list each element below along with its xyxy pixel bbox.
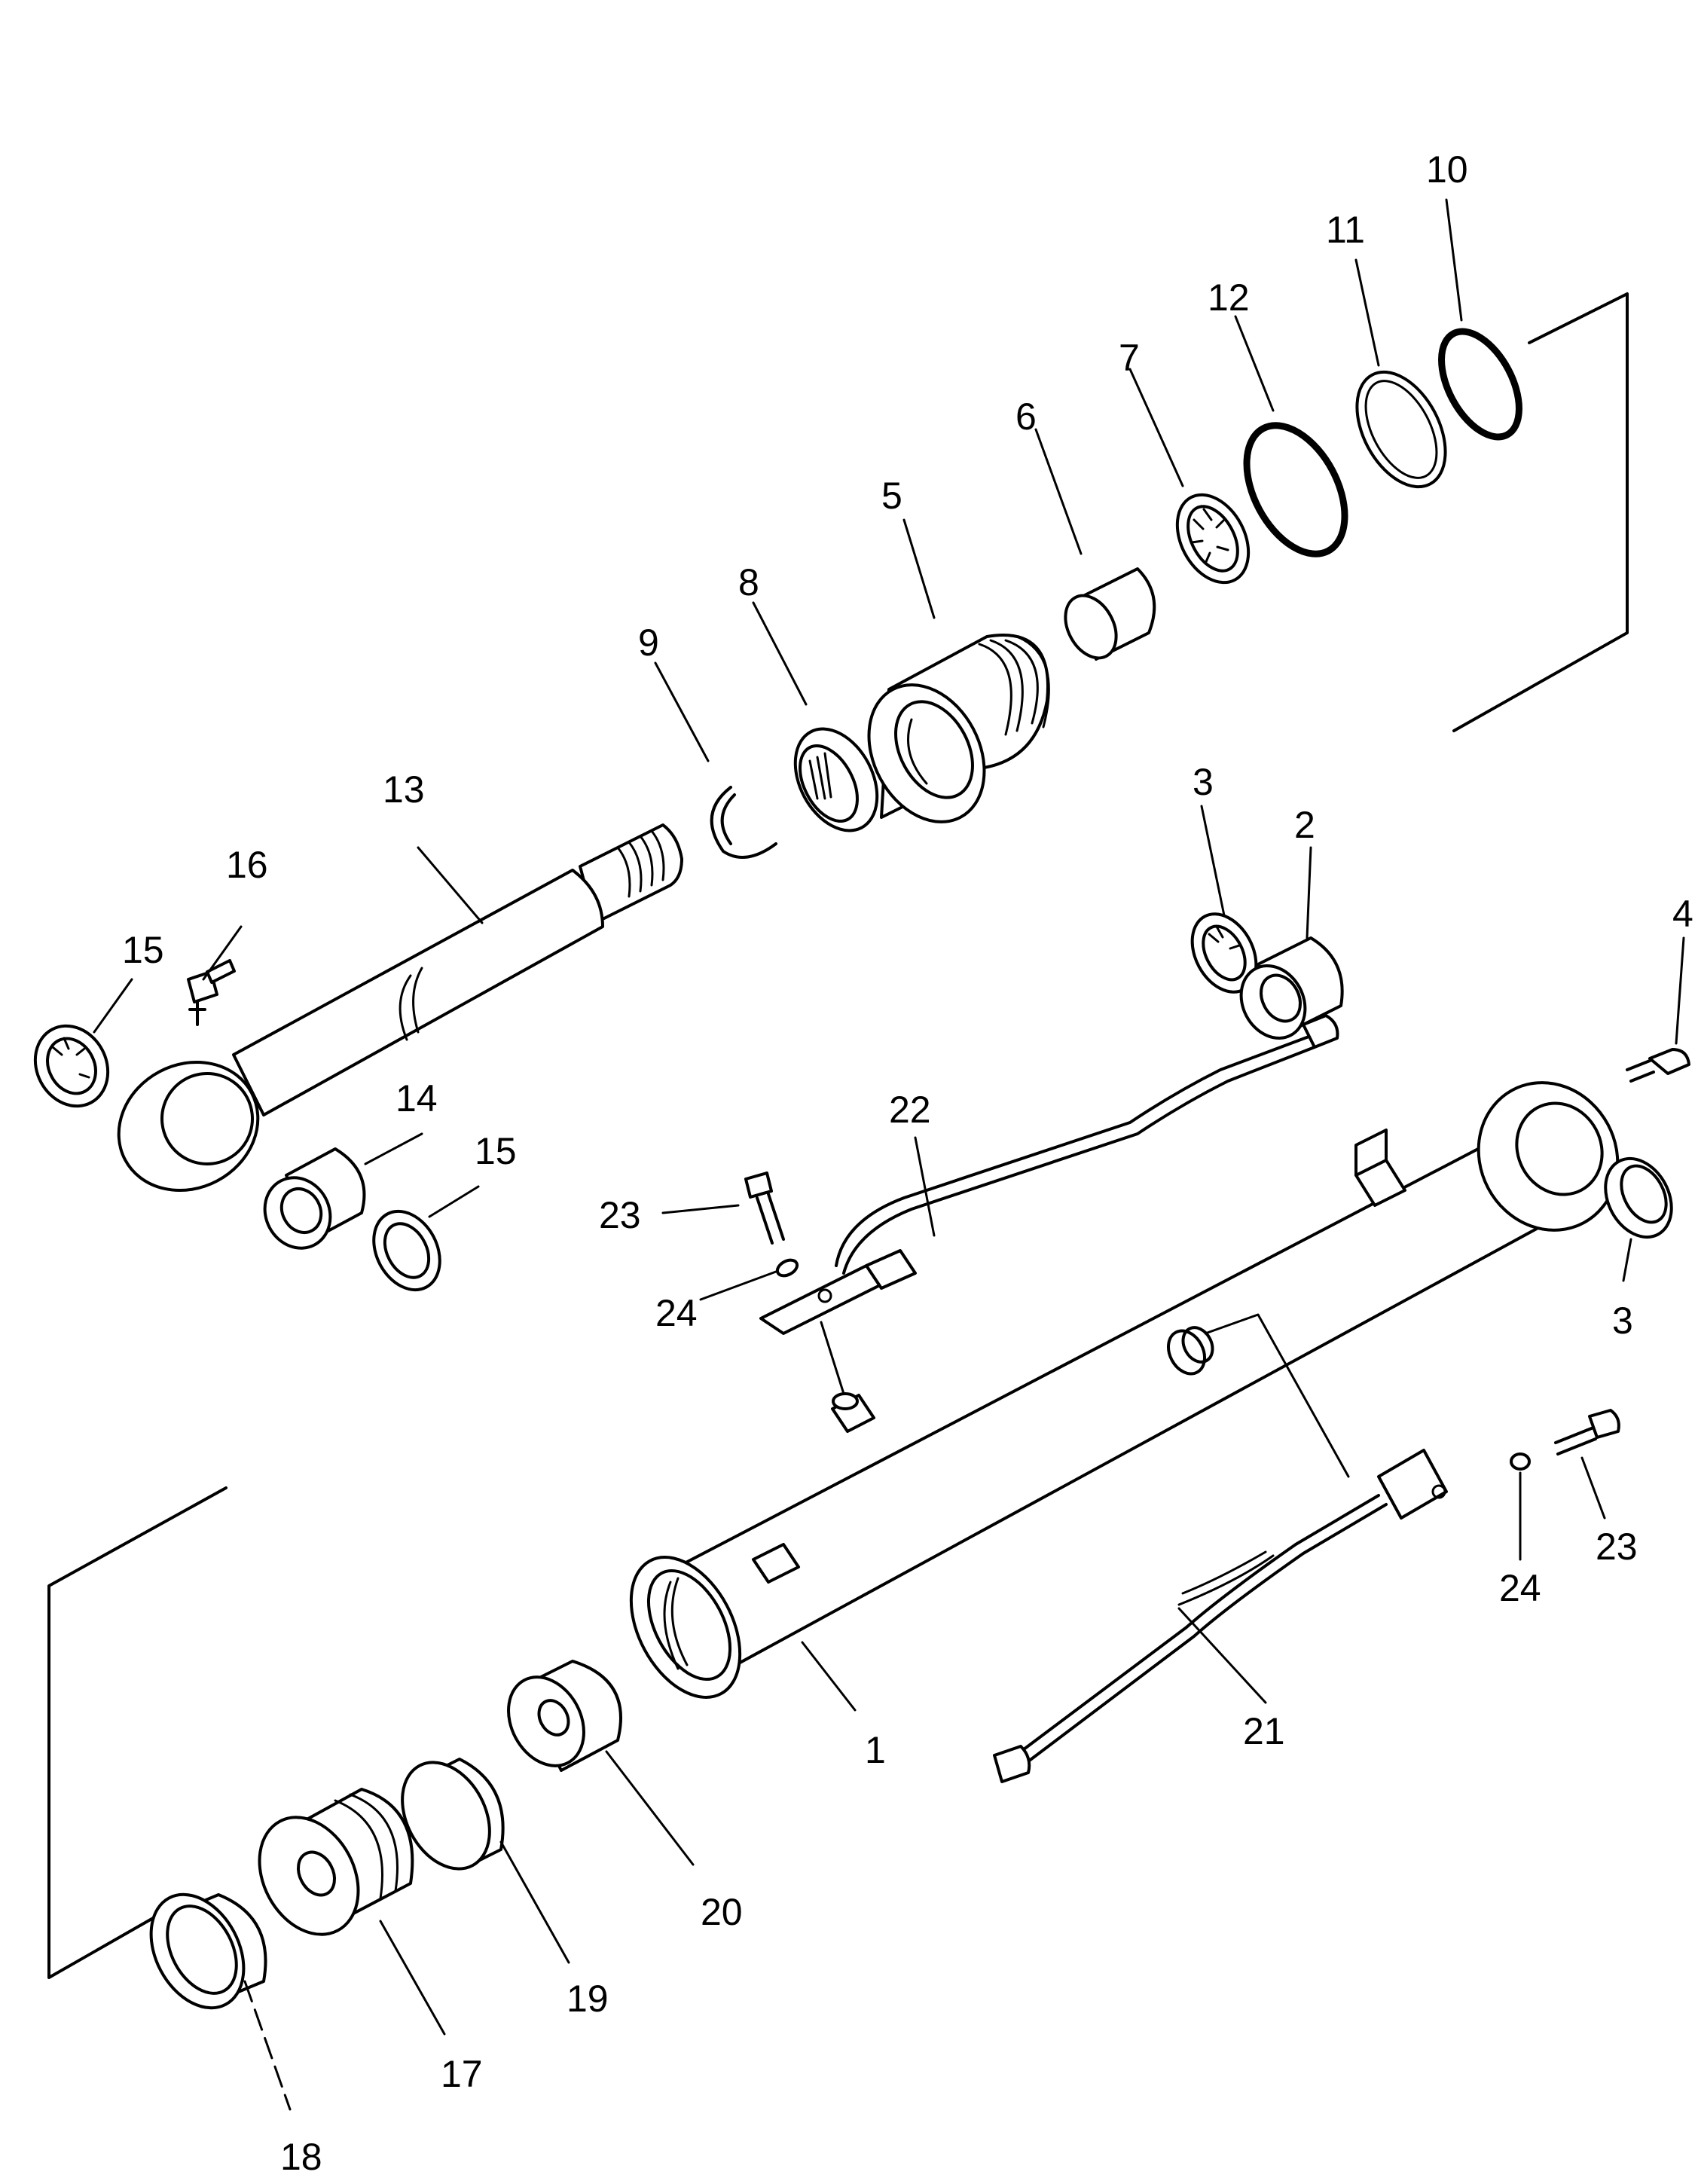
label-part-20: 20 [701,1891,743,1933]
part-16-grease-fitting [187,959,236,1026]
part-22-tube [759,1014,1339,1335]
part-24-washer-lower [1510,1452,1531,1471]
part-14-bushing [263,1147,366,1250]
part-21-clamp-collar [1167,1313,1350,1478]
part-6-bushing [1064,567,1156,661]
label-part-21: 21 [1243,1710,1285,1752]
part-18-piston-seal [149,1892,267,2010]
lower-group-bracket [47,1486,228,1979]
label-part-16: 16 [226,844,268,886]
label-part-9: 9 [638,622,659,664]
callout-labels: 10 11 12 7 6 5 8 9 13 16 15 14 15 3 2 4 … [122,148,1693,2178]
label-part-17: 17 [441,2053,483,2095]
label-part-8: 8 [738,561,759,603]
part-23-bolt-upper [744,1171,785,1245]
part-13-piston-rod [117,823,683,1193]
label-part-5: 5 [881,475,902,517]
part-19-wear-ring [401,1758,505,1871]
label-part-23-upper: 23 [599,1194,641,1236]
upper-group-bracket [1452,292,1629,732]
label-part-15-lower: 15 [475,1130,517,1172]
part-9-snap-ring [710,786,777,859]
part-24-washer-upper [775,1258,799,1278]
part-21-tube [993,1449,1448,1783]
label-part-12: 12 [1208,276,1250,319]
label-part-23-lower: 23 [1596,1526,1638,1568]
part-4-grease-fitting [1626,1048,1690,1083]
leader-lines [93,198,1685,2111]
label-part-7: 7 [1119,337,1140,379]
part-15-seal-lower [372,1209,441,1292]
label-part-3-lower: 3 [1612,1300,1633,1342]
label-part-2: 2 [1294,804,1315,846]
part-15-seal-left [33,1024,110,1108]
label-part-15-left: 15 [122,929,164,971]
label-part-10: 10 [1426,148,1468,191]
label-part-1: 1 [865,1729,886,1771]
label-part-4: 4 [1672,893,1693,935]
label-part-14: 14 [395,1077,438,1119]
part-10-o-ring [1438,328,1522,441]
part-12-o-ring [1243,422,1348,557]
part-11-backup-ring [1355,370,1447,489]
label-part-3-upper: 3 [1193,761,1214,803]
part-17-piston [258,1788,414,1936]
label-part-11: 11 [1326,209,1365,251]
part-3-seal-lower [1604,1156,1673,1239]
label-part-22: 22 [889,1089,931,1131]
label-part-24-upper: 24 [655,1292,698,1334]
part-23-bolt-lower [1554,1409,1620,1455]
part-5-cylinder-head [867,634,1050,823]
part-7-seal [1175,493,1251,585]
label-part-19: 19 [567,1978,609,2020]
part-8-bushing [793,727,879,832]
label-part-6: 6 [1015,396,1037,438]
label-part-24-lower: 24 [1499,1567,1541,1609]
part-20-nut [507,1660,622,1772]
label-part-18: 18 [280,2136,322,2178]
part-1-cylinder-tube [629,1081,1620,1699]
label-part-13: 13 [383,768,425,811]
part-2-bushing [1239,936,1344,1040]
